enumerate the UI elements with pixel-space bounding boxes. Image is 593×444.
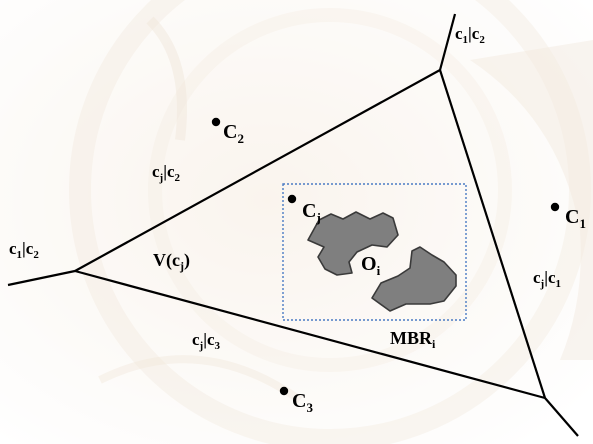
- bisector-label-top: c1|c2: [455, 24, 485, 46]
- ray-bottom-right: [544, 397, 579, 437]
- object-polygon-lower: [371, 246, 457, 312]
- object-polygon-upper: [307, 211, 399, 276]
- ray-left: [7, 269, 76, 287]
- bisector-label-right-edge: cj|c1: [533, 268, 561, 290]
- point-c2-label: C2: [223, 121, 244, 146]
- point-c1-label: C1: [565, 206, 586, 231]
- mbr-label: MBRi: [390, 328, 436, 351]
- voronoi-cell-label: V(cj): [153, 250, 190, 273]
- point-cj-label: Cj: [302, 200, 321, 225]
- edge-upper: [74, 69, 441, 272]
- bisector-label-lower-edge: cj|c3: [192, 330, 221, 352]
- edge-right: [438, 69, 547, 399]
- site-points: [211, 117, 560, 396]
- point-c2-dot: [211, 117, 221, 127]
- object-polygons: [307, 211, 457, 312]
- point-c3-dot: [279, 386, 289, 396]
- bisector-label-upper-edge: cj|c2: [152, 162, 181, 184]
- edge-lower: [74, 269, 546, 400]
- ray-top: [438, 13, 457, 71]
- object-label: Oi: [361, 253, 381, 278]
- mbr-rectangle: [282, 183, 467, 321]
- voronoi-edges: [7, 13, 579, 437]
- bisector-label-left: c1|c2: [9, 239, 39, 261]
- point-c1-dot: [550, 202, 560, 212]
- point-cj-dot: [287, 194, 297, 204]
- point-c3-label: C3: [292, 390, 313, 415]
